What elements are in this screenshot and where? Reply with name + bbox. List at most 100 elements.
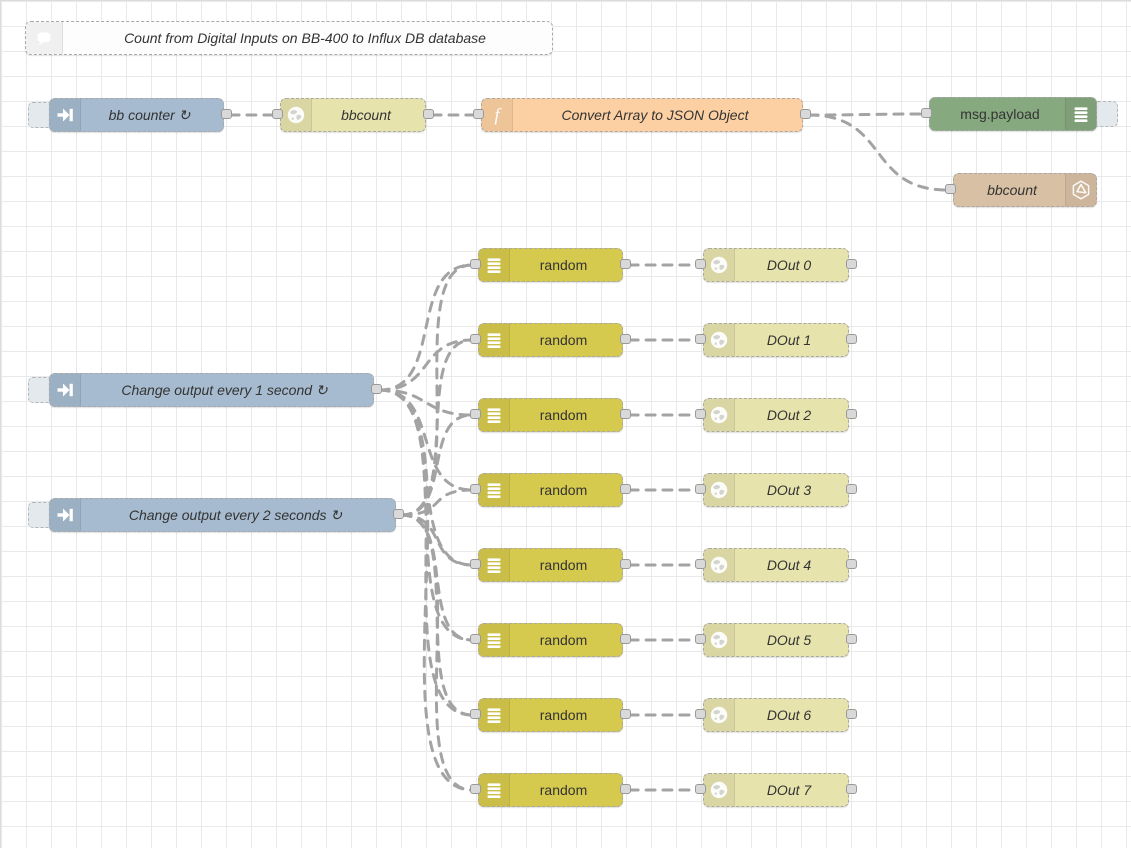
- node-label: DOut 0: [766, 257, 812, 273]
- output-port[interactable]: [620, 409, 631, 419]
- input-port[interactable]: [470, 559, 481, 569]
- output-port[interactable]: [620, 634, 631, 644]
- wire-inject_2s-to-r7[interactable]: [400, 513, 474, 792]
- brainboxes-node-dout-0[interactable]: DOut 0: [695, 248, 857, 282]
- input-port[interactable]: [695, 409, 706, 419]
- input-port[interactable]: [945, 184, 956, 194]
- node-label: Change output every 2 seconds ↻: [128, 506, 343, 523]
- input-port[interactable]: [470, 259, 481, 269]
- list-icon: [479, 699, 510, 731]
- inject-button[interactable]: [28, 377, 53, 403]
- input-port[interactable]: [473, 109, 484, 119]
- output-port[interactable]: [620, 709, 631, 719]
- input-port[interactable]: [470, 334, 481, 344]
- output-port[interactable]: [846, 784, 857, 794]
- output-port[interactable]: [620, 784, 631, 794]
- wire-inject_2s-to-r3[interactable]: [400, 488, 474, 517]
- output-port[interactable]: [423, 109, 434, 119]
- inject-node-every-1-second[interactable]: Change output every 1 second ↻: [49, 373, 382, 407]
- influxdb-node-bbcount[interactable]: bbcount: [945, 173, 1097, 207]
- output-port[interactable]: [393, 509, 404, 519]
- debug-toggle-button[interactable]: [1093, 101, 1118, 127]
- comment-node[interactable]: Count from Digital Inputs on BB-400 to I…: [25, 21, 553, 55]
- wire-func-to-influx[interactable]: [807, 113, 949, 192]
- wire-inject_2s-to-r0[interactable]: [400, 263, 474, 517]
- output-port[interactable]: [800, 109, 811, 119]
- output-port[interactable]: [846, 409, 857, 419]
- output-port[interactable]: [221, 109, 232, 119]
- node-label: DOut 1: [766, 332, 812, 348]
- output-port[interactable]: [620, 334, 631, 344]
- output-port[interactable]: [846, 709, 857, 719]
- wire-inject_1s-to-r0[interactable]: [378, 263, 474, 392]
- input-port[interactable]: [470, 409, 481, 419]
- output-port[interactable]: [371, 384, 382, 394]
- output-port[interactable]: [846, 334, 857, 344]
- list-icon: [479, 774, 510, 806]
- brainboxes-node-dout-3[interactable]: DOut 3: [695, 473, 857, 507]
- node-label: DOut 6: [766, 707, 812, 723]
- wire-inject_1s-to-r2[interactable]: [378, 388, 474, 417]
- random-node-2[interactable]: random: [470, 398, 631, 432]
- inject-arrow-icon: [50, 499, 81, 531]
- input-port[interactable]: [695, 259, 706, 269]
- list-icon: [1065, 98, 1096, 130]
- wire-func-to-debug[interactable]: [807, 112, 925, 117]
- input-port[interactable]: [695, 784, 706, 794]
- brainboxes-node-dout-6[interactable]: DOut 6: [695, 698, 857, 732]
- brainboxes-node-dout-1[interactable]: DOut 1: [695, 323, 857, 357]
- inject-node-every-2-seconds[interactable]: Change output every 2 seconds ↻: [49, 498, 404, 532]
- input-port[interactable]: [470, 784, 481, 794]
- input-port[interactable]: [470, 709, 481, 719]
- output-port[interactable]: [620, 484, 631, 494]
- input-port[interactable]: [272, 109, 283, 119]
- input-port[interactable]: [695, 334, 706, 344]
- input-port[interactable]: [470, 634, 481, 644]
- brainboxes-node-dout-7[interactable]: DOut 7: [695, 773, 857, 807]
- debug-node-msg-payload[interactable]: msg.payload: [921, 97, 1097, 131]
- output-port[interactable]: [846, 484, 857, 494]
- brainboxes-node-dout-5[interactable]: DOut 5: [695, 623, 857, 657]
- random-node-6[interactable]: random: [470, 698, 631, 732]
- random-node-0[interactable]: random: [470, 248, 631, 282]
- list-icon: [479, 324, 510, 356]
- node-label: Convert Array to JSON Object: [561, 107, 749, 123]
- input-port[interactable]: [695, 484, 706, 494]
- inject-node-bb-counter[interactable]: bb counter ↻: [49, 98, 232, 132]
- node-label: DOut 4: [766, 557, 812, 573]
- wire-inject_1s-to-r7[interactable]: [378, 388, 474, 792]
- output-port[interactable]: [846, 634, 857, 644]
- brainboxes-node-dout-2[interactable]: DOut 2: [695, 398, 857, 432]
- node-label: random: [539, 782, 588, 798]
- inject-arrow-icon: [50, 374, 81, 406]
- output-port[interactable]: [846, 259, 857, 269]
- input-port[interactable]: [921, 108, 932, 118]
- random-node-4[interactable]: random: [470, 548, 631, 582]
- list-icon: [479, 549, 510, 581]
- globe-icon: [281, 99, 312, 131]
- globe-icon: [704, 549, 735, 581]
- output-port[interactable]: [846, 559, 857, 569]
- input-port[interactable]: [470, 484, 481, 494]
- input-port[interactable]: [695, 709, 706, 719]
- node-label: DOut 7: [766, 782, 812, 798]
- wire-inject_1s-to-r1[interactable]: [378, 338, 474, 392]
- random-node-7[interactable]: random: [470, 773, 631, 807]
- brainboxes-node-dout-4[interactable]: DOut 4: [695, 548, 857, 582]
- input-port[interactable]: [695, 559, 706, 569]
- brainboxes-node-bbcount[interactable]: bbcount: [272, 98, 434, 132]
- input-port[interactable]: [695, 634, 706, 644]
- random-node-1[interactable]: random: [470, 323, 631, 357]
- list-icon: [479, 399, 510, 431]
- node-label: DOut 2: [766, 407, 812, 423]
- random-node-5[interactable]: random: [470, 623, 631, 657]
- list-icon: [479, 624, 510, 656]
- output-port[interactable]: [620, 259, 631, 269]
- output-port[interactable]: [620, 559, 631, 569]
- node-label: bb counter ↻: [108, 106, 191, 123]
- random-node-3[interactable]: random: [470, 473, 631, 507]
- wire-inject_2s-to-r2[interactable]: [400, 413, 474, 517]
